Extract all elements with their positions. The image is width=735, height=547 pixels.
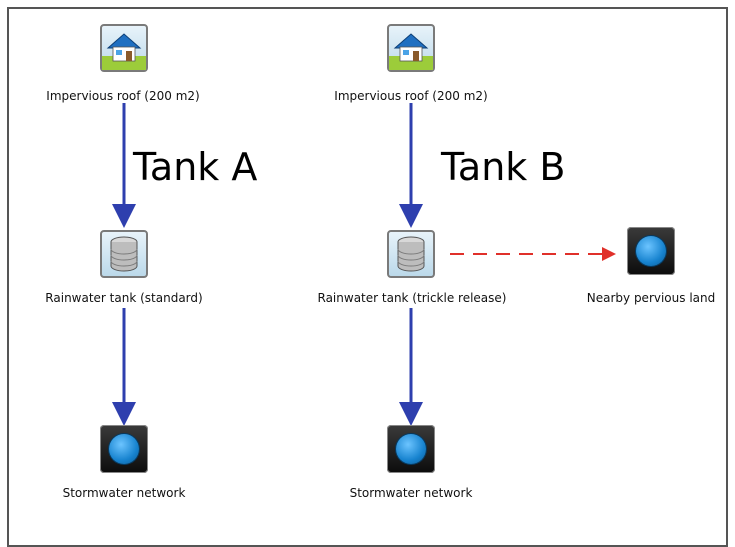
roof-label-a: Impervious roof (200 m2) (46, 89, 200, 103)
tank-label-b: Rainwater tank (trickle release) (317, 291, 507, 305)
roof-node-a[interactable] (100, 24, 148, 72)
tank-icon (110, 236, 138, 272)
roof-node-b[interactable] (387, 24, 435, 72)
blue-node-icon (396, 434, 426, 464)
tank-icon (397, 236, 425, 272)
outlet-node-b[interactable] (387, 425, 435, 473)
tank-label-a: Rainwater tank (standard) (45, 291, 203, 305)
outlet-label-b: Stormwater network (349, 486, 473, 500)
edges-layer (112, 103, 616, 426)
tank-node-b[interactable] (387, 230, 435, 278)
pervious-label: Nearby pervious land (586, 291, 716, 305)
house-icon (102, 33, 146, 70)
roof-label-b: Impervious roof (200 m2) (334, 89, 488, 103)
tank-node-a[interactable] (100, 230, 148, 278)
blue-node-icon (109, 434, 139, 464)
blue-node-icon (636, 236, 666, 266)
outlet-node-a[interactable] (100, 425, 148, 473)
tank-a-title: Tank A (133, 145, 258, 189)
pervious-node[interactable] (627, 227, 675, 275)
tank-b-title: Tank B (441, 145, 566, 189)
outlet-label-a: Stormwater network (62, 486, 186, 500)
house-icon (389, 33, 433, 70)
